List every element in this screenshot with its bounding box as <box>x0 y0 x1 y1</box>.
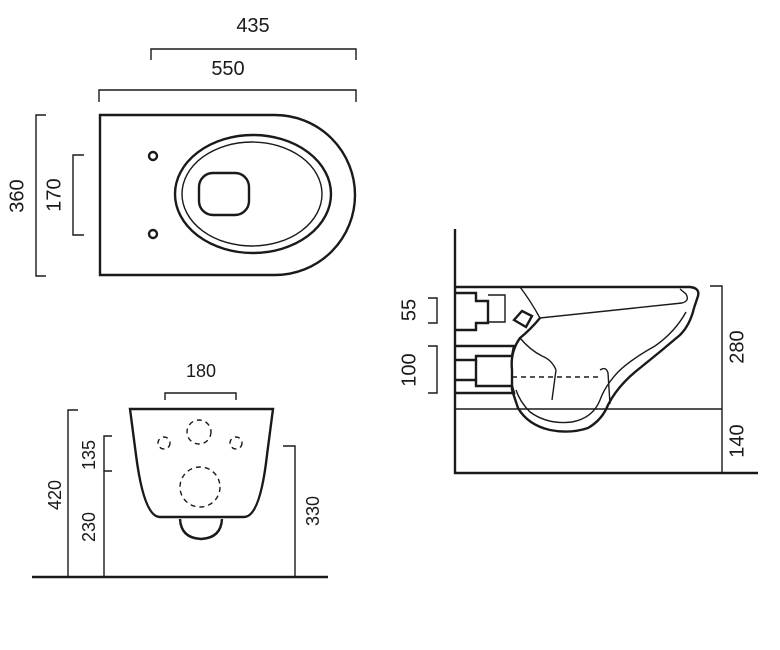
water-inlet-hole <box>186 419 212 445</box>
waste-outlet-hole <box>179 466 221 508</box>
dimension-label-550: 550 <box>211 58 244 80</box>
bowl-inner-profile <box>515 311 687 424</box>
dimension-line-420 <box>67 409 78 577</box>
dimension-line-550 <box>98 89 357 102</box>
dimension-label-360: 360 <box>6 179 28 212</box>
front-view: 180 420 135 230 330 <box>32 361 328 579</box>
rim-outer <box>173 133 333 255</box>
dimension-label-140: 140 <box>726 424 748 457</box>
trap-inner-curve <box>519 337 557 371</box>
trap-weir <box>599 367 611 405</box>
dimension-line-100 <box>428 345 438 394</box>
trap-lip <box>551 369 557 401</box>
dimension-line-180 <box>164 392 237 400</box>
inlet-socket <box>488 294 506 323</box>
top-view: 435 550 360 170 <box>6 15 357 277</box>
dimension-label-180: 180 <box>186 361 216 381</box>
dimension-label-230: 230 <box>79 512 99 542</box>
dimension-label-170: 170 <box>43 178 65 211</box>
dimension-label-100: 100 <box>398 353 420 386</box>
waste-outlet-upper <box>455 344 516 362</box>
dimension-label-135: 135 <box>79 440 99 470</box>
dimension-label-280: 280 <box>726 330 748 363</box>
dimension-line-360 <box>35 114 46 277</box>
inlet-connector <box>455 291 490 332</box>
bowl-top-outline <box>98 113 357 277</box>
fixing-hole-bottom <box>147 228 159 240</box>
bowl-front-outline <box>128 407 275 519</box>
drain-opening <box>197 171 251 217</box>
dimension-line-330 <box>283 445 296 577</box>
rim-top-edge <box>455 285 700 309</box>
dimension-label-330: 330 <box>303 496 323 526</box>
flush-nozzle <box>512 309 534 329</box>
outlet-spigot <box>178 518 224 541</box>
dimension-line-280 <box>710 285 723 409</box>
dimension-label-435: 435 <box>236 15 269 37</box>
dimension-line-170 <box>72 154 84 236</box>
rim-inner-edge <box>519 286 689 319</box>
trap-back-wall <box>510 317 541 390</box>
fixing-hole-left <box>157 436 171 450</box>
dimension-line-135 <box>103 435 112 472</box>
dimension-label-420: 420 <box>45 480 65 510</box>
dimension-line-435 <box>150 48 357 60</box>
waste-outlet-lower <box>455 378 516 395</box>
fixing-hole-top <box>147 150 159 162</box>
bowl-outer-profile <box>510 307 696 433</box>
dimension-label-55: 55 <box>398 299 420 321</box>
rim-inner <box>181 141 323 247</box>
dimension-line-55 <box>428 297 438 324</box>
wall-and-floor <box>453 229 758 475</box>
fixing-hole-right <box>229 436 243 450</box>
side-view: 55 100 280 140 <box>398 229 758 475</box>
